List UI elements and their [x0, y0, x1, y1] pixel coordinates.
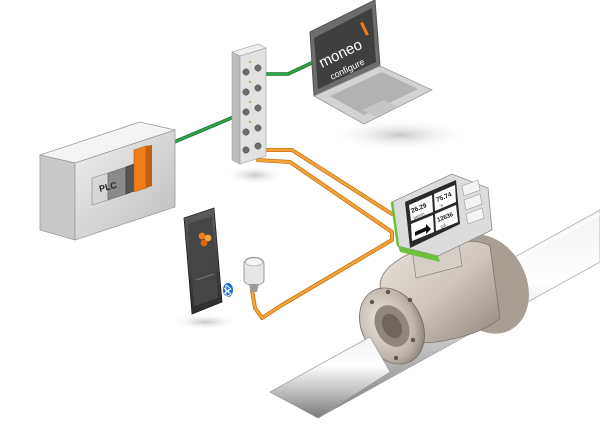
sensor-keys — [461, 179, 485, 225]
plc-label: PLC — [98, 180, 118, 194]
plc-cabinet: PLC — [38, 121, 177, 241]
io-link-cable-sensor — [260, 148, 394, 216]
phone-app-icon — [198, 232, 212, 247]
reading-temp-unit: °F — [439, 203, 445, 209]
laptop-brand-bar — [360, 21, 369, 36]
bluetooth-icon — [223, 283, 233, 298]
io-link-cables — [250, 148, 394, 320]
io-link-master — [231, 43, 267, 165]
laptop-shadow — [330, 119, 470, 151]
phone-shadow — [170, 314, 240, 330]
flow-sensor — [359, 234, 529, 365]
temperature-probe — [243, 256, 265, 292]
pipe-front-segment — [269, 336, 391, 419]
sensor-head: 26.29 gal/min 75.74 °F 12636 gal — [390, 173, 493, 262]
io-link-cable-probe — [250, 158, 394, 320]
smartphone — [183, 207, 223, 315]
io-link-ports — [242, 64, 262, 154]
reading-flow-unit: gal/min — [413, 212, 425, 220]
plc-accent-module — [133, 145, 147, 193]
reading-total-unit: gal — [440, 222, 447, 229]
laptop: moneo configure — [309, 0, 433, 125]
io-module-shadow — [225, 165, 285, 185]
flow-direction-arrow-icon — [415, 224, 431, 236]
sensor-display: 26.29 gal/min 75.74 °F 12636 gal — [409, 185, 458, 241]
